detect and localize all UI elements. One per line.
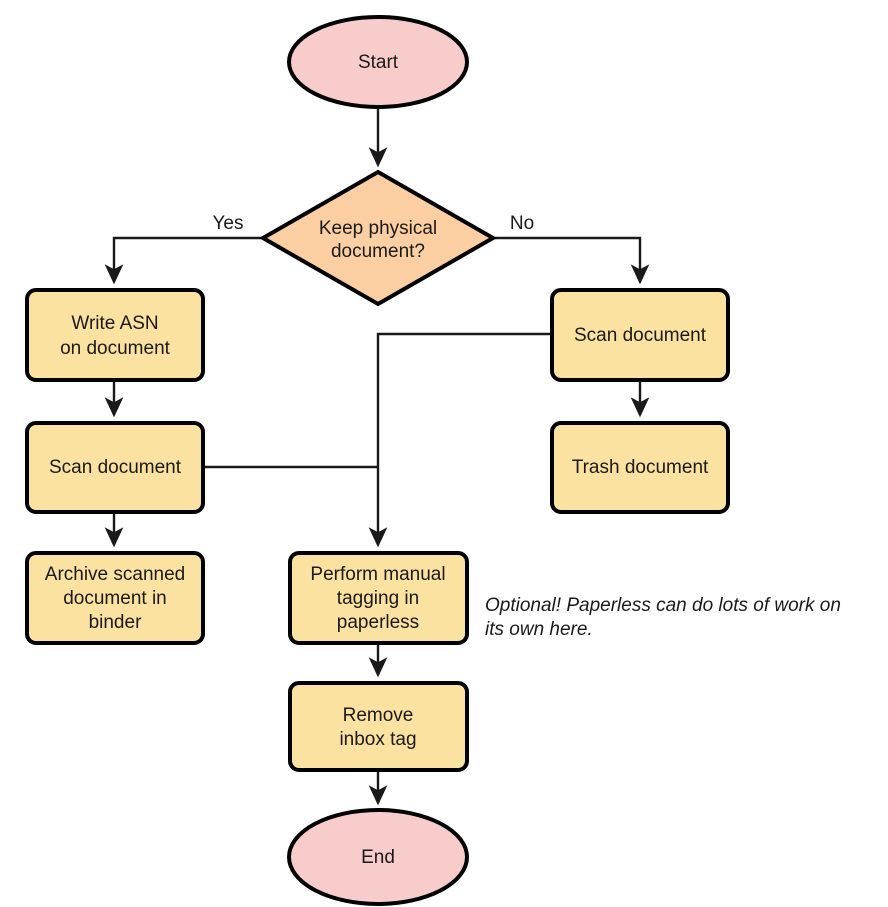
edge-line <box>104 236 263 285</box>
node-decision-keep-physical[interactable]: Keep physical document? <box>258 169 498 307</box>
annotation-line-1: Optional! Paperless can do lots of work … <box>485 595 841 616</box>
manual-tagging-box-shape[interactable] <box>288 551 469 645</box>
edge-scan-right-to-manual-tagging <box>368 332 552 548</box>
node-trash-document[interactable]: Trash document <box>550 421 730 514</box>
edge-label-yes: Yes <box>213 213 244 234</box>
node-archive-in-binder[interactable]: Archive scanned document in binder <box>25 551 205 645</box>
node-manual-tagging[interactable]: Perform manual tagging in paperless <box>288 551 469 645</box>
decision-label-line-1: Keep physical <box>319 218 437 239</box>
edge-line <box>368 332 552 548</box>
trash-document-box-shape[interactable] <box>550 421 730 514</box>
archive-label-line-3: binder <box>89 612 142 633</box>
archive-label-line-2: document in <box>63 588 167 609</box>
node-scan-document-left[interactable]: Scan document <box>25 421 205 514</box>
scan-document-left-box-shape[interactable] <box>25 421 205 514</box>
edge-decision-yes: Yes <box>104 213 263 285</box>
annotation-line-2: its own here. <box>485 619 593 640</box>
archive-in-binder-box-shape[interactable] <box>25 551 205 645</box>
write-asn-box-shape[interactable] <box>25 288 205 382</box>
end-terminator-shape[interactable] <box>287 808 469 906</box>
node-scan-document-right[interactable]: Scan document <box>550 288 730 382</box>
scan-document-right-box-shape[interactable] <box>550 288 730 382</box>
remove-inbox-label-line-1: Remove <box>343 705 414 726</box>
manual-tagging-label-line-1: Perform manual <box>310 564 445 585</box>
manual-tagging-label-line-2: tagging in <box>337 588 419 609</box>
decision-label-line-2: document? <box>331 241 425 262</box>
manual-tagging-label-line-3: paperless <box>337 612 419 633</box>
annotation-optional-note: Optional! Paperless can do lots of work … <box>485 595 841 640</box>
write-asn-label-line-2: on document <box>60 338 171 359</box>
node-end[interactable]: End <box>287 808 469 906</box>
remove-inbox-label-line-2: inbox tag <box>339 729 416 750</box>
archive-label-line-1: Archive scanned <box>45 564 185 585</box>
decision-diamond-shape[interactable] <box>258 169 498 307</box>
end-label: End <box>361 847 395 868</box>
start-terminator-shape[interactable] <box>287 15 469 109</box>
edge-decision-no: No <box>493 213 650 285</box>
write-asn-label-line-1: Write ASN <box>71 313 158 334</box>
edge-line <box>493 236 650 285</box>
node-write-asn[interactable]: Write ASN on document <box>25 288 205 382</box>
node-remove-inbox-tag[interactable]: Remove inbox tag <box>288 681 469 772</box>
node-start[interactable]: Start <box>287 15 469 109</box>
scan-document-left-label: Scan document <box>49 457 182 478</box>
start-label: Start <box>358 52 399 73</box>
scan-document-right-label: Scan document <box>574 325 707 346</box>
remove-inbox-tag-box-shape[interactable] <box>288 681 469 772</box>
trash-document-label: Trash document <box>572 457 709 478</box>
edge-label-no: No <box>510 213 534 234</box>
